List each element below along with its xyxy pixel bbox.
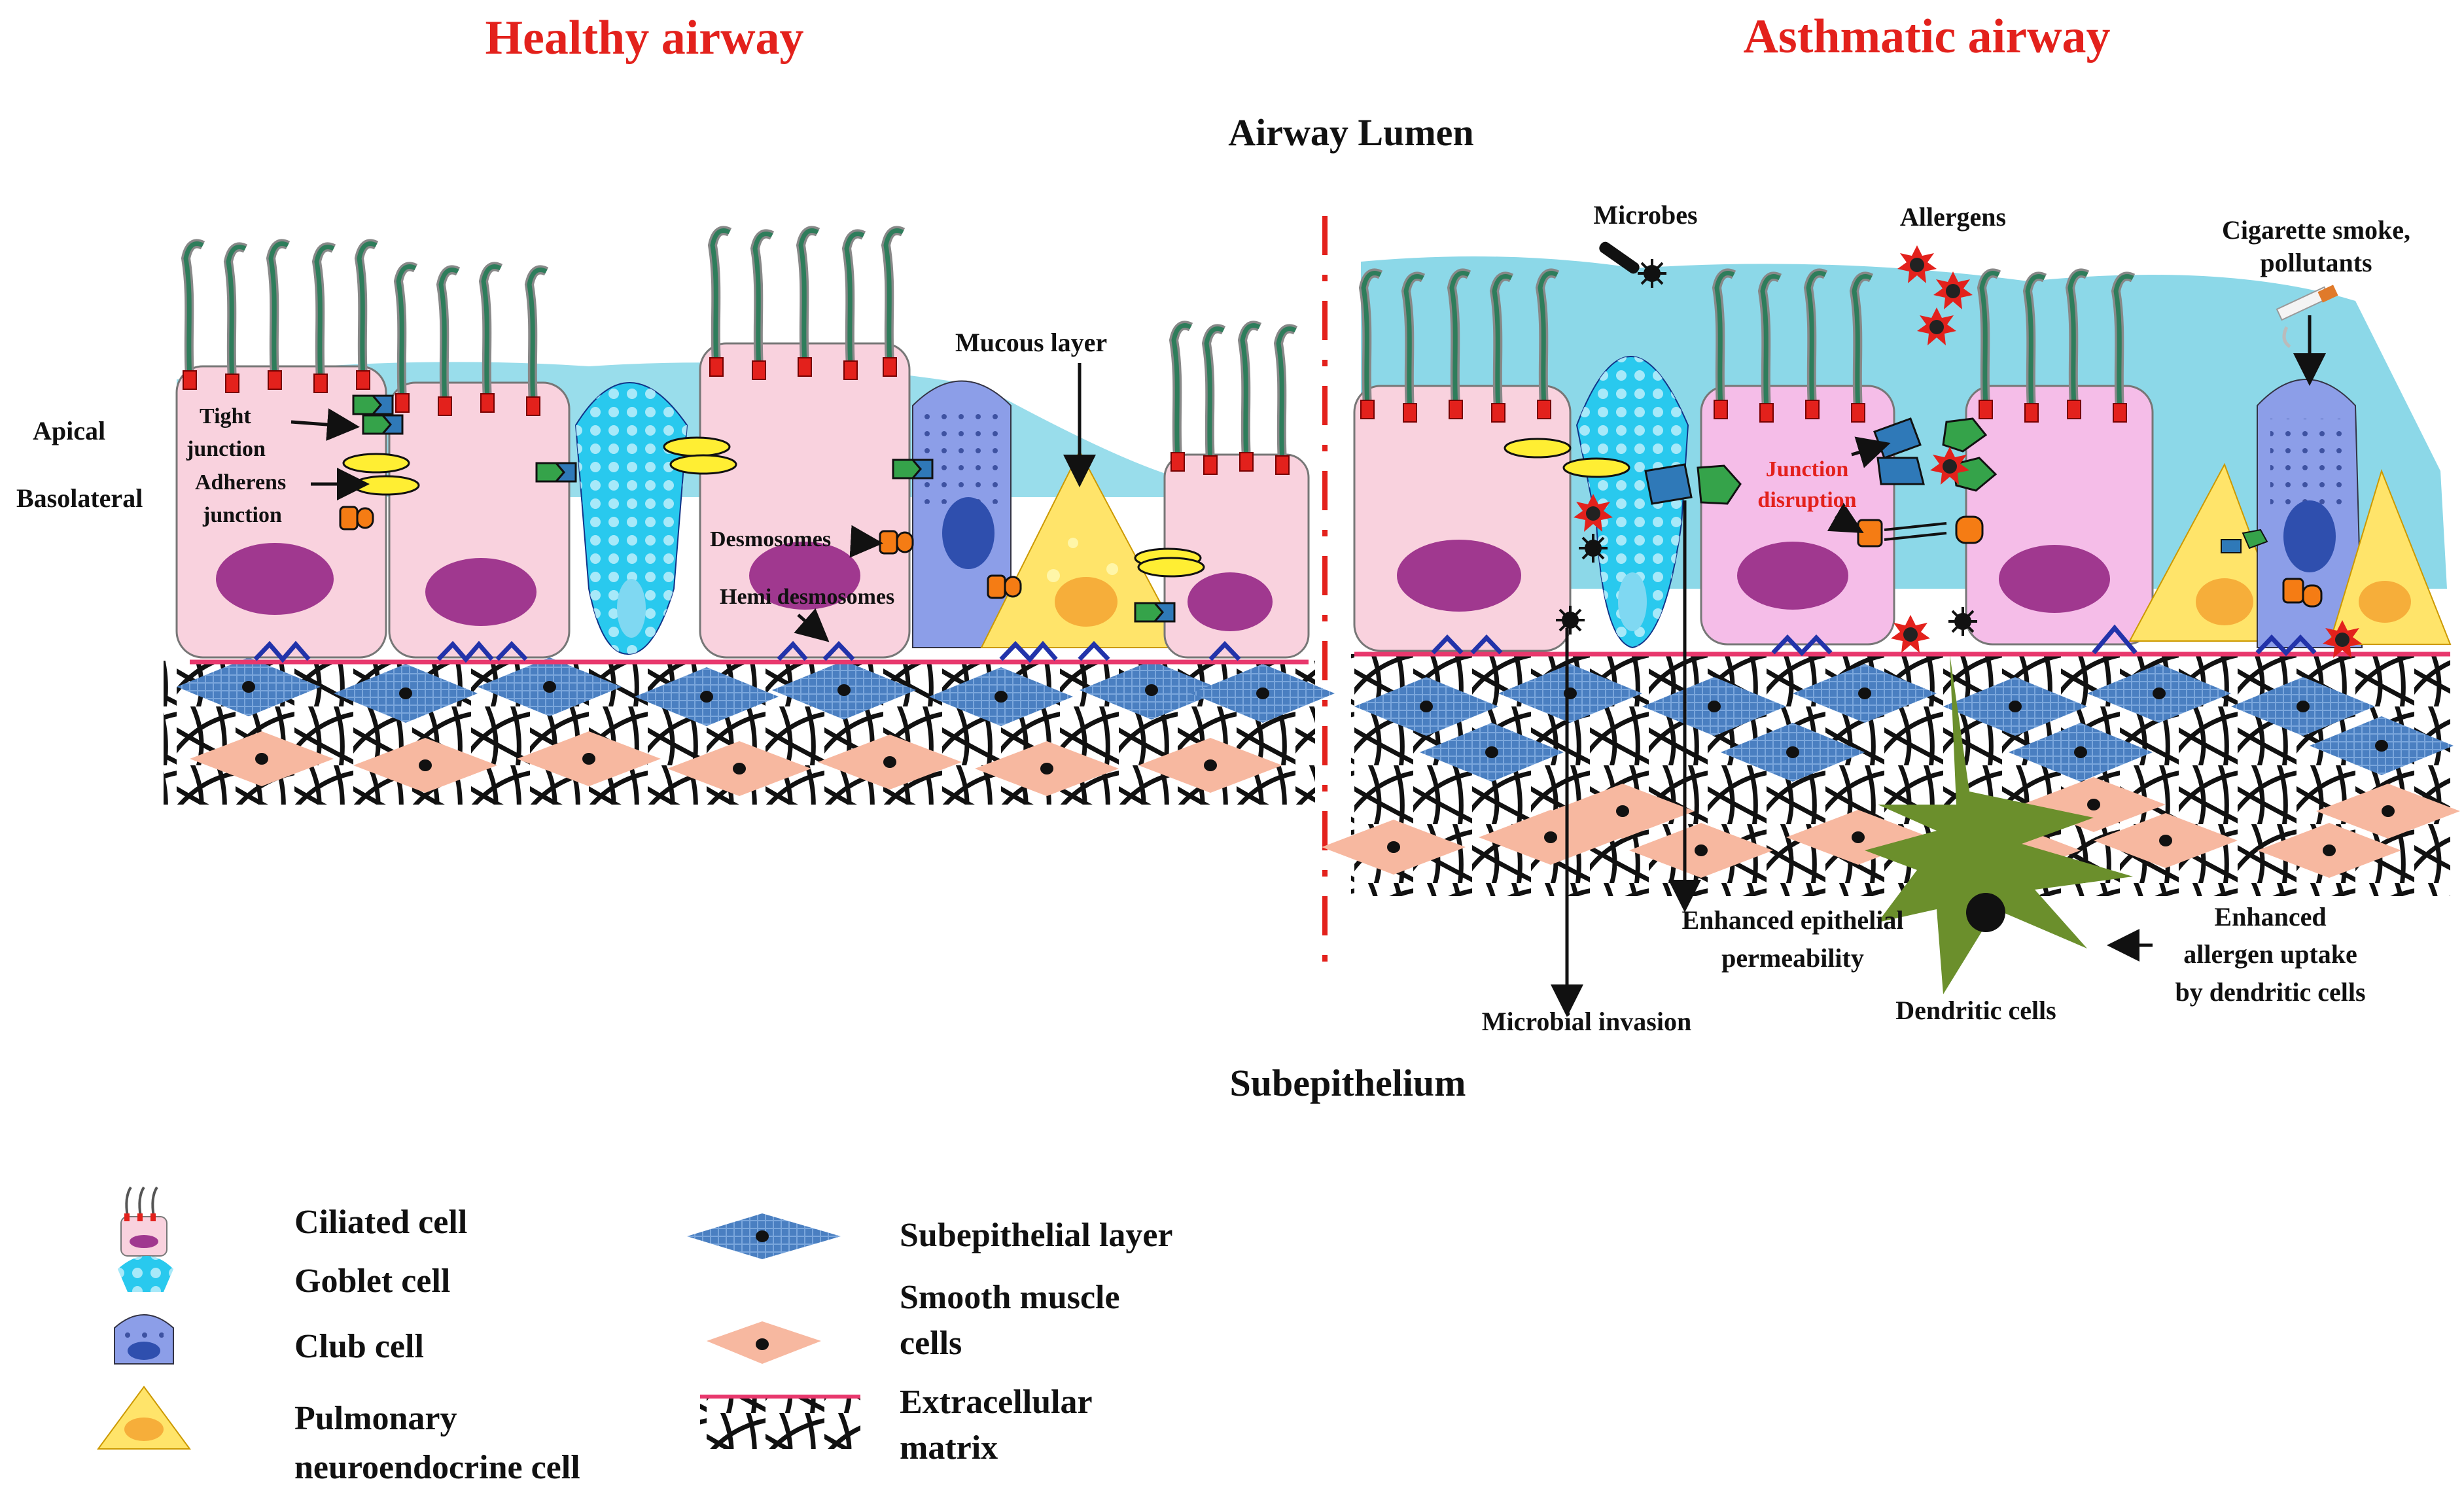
arrow-hemi xyxy=(794,608,830,642)
label-disruption-2: disruption xyxy=(1757,488,1856,512)
hemidesmosome-h xyxy=(253,640,1241,663)
label-tight-2: junction xyxy=(186,437,266,461)
legend-smooth-label-1: Smooth muscle xyxy=(900,1279,1120,1316)
asthmatic-panel: Microbes Allergens Cigarette smoke, poll… xyxy=(1322,200,2460,1036)
label-subepithelium: Subepithelium xyxy=(1230,1062,1466,1104)
legend-ecm-label-1: Extracellular xyxy=(900,1383,1093,1421)
legend-ecm-label-2: matrix xyxy=(900,1429,998,1467)
legend: Ciliated cell Goblet cell Club cell Pulm… xyxy=(97,1186,1172,1486)
label-airway-lumen: Airway Lumen xyxy=(1228,111,1473,154)
legend-subepithelial-icon xyxy=(687,1213,841,1259)
legend-pnec-icon xyxy=(97,1385,191,1450)
title-asthmatic-airway: Asthmatic airway xyxy=(1743,10,2110,63)
microbes-group xyxy=(1555,241,1979,637)
label-adherens-1: Adherens xyxy=(195,470,286,495)
goblet-cell-h xyxy=(574,382,688,655)
label-dendritic-cells: Dendritic cells xyxy=(1895,996,2056,1025)
legend-ciliated-icon xyxy=(120,1186,167,1257)
ciliated-cell-h2 xyxy=(388,267,571,659)
label-uptake-2: allergen uptake xyxy=(2183,939,2357,969)
club-cell-h xyxy=(912,380,1012,648)
ciliated-cell-h4 xyxy=(1163,326,1310,659)
legend-smooth-label-2: cells xyxy=(900,1325,962,1362)
legend-pnec-label-2: neuroendocrine cell xyxy=(294,1449,580,1486)
label-permeability-2: permeability xyxy=(1721,943,1864,973)
label-mucous-layer: Mucous layer xyxy=(955,328,1107,357)
cigarette-icon xyxy=(2276,285,2338,349)
label-smoke-1: Cigarette smoke, xyxy=(2222,215,2410,245)
legend-smooth-muscle-icon xyxy=(707,1321,821,1364)
legend-club-icon xyxy=(114,1314,174,1365)
label-smoke-2: pollutants xyxy=(2260,248,2372,277)
label-microbial-invasion: Microbial invasion xyxy=(1482,1007,1691,1036)
label-disruption-1: Junction xyxy=(1766,457,1849,481)
label-hemi-desmosomes: Hemi desmosomes xyxy=(720,585,894,609)
pnec-cell-h xyxy=(980,449,1186,648)
label-uptake-1: Enhanced xyxy=(2214,902,2326,931)
legend-club-label: Club cell xyxy=(294,1328,424,1365)
arrow-desmosomes xyxy=(849,525,883,558)
arrow-tight xyxy=(290,408,360,441)
dendritic-cell xyxy=(1865,654,2133,994)
hemidesmosome-a xyxy=(1431,624,2317,657)
label-allergens: Allergens xyxy=(1900,202,2006,232)
goblet-cell-a xyxy=(1575,356,1689,649)
title-healthy-airway: Healthy airway xyxy=(485,11,803,65)
legend-goblet-icon xyxy=(118,1256,173,1292)
label-basolateral: Basolateral xyxy=(16,483,143,513)
ciliated-cell-a3 xyxy=(1965,273,2154,646)
label-permeability-1: Enhanced epithelial xyxy=(1682,905,1904,935)
ciliated-cell-a2 xyxy=(1700,273,1895,646)
healthy-panel: Tight junction Adherens junction Desmoso… xyxy=(16,231,1335,805)
label-adherens-2: junction xyxy=(202,503,282,527)
legend-ciliated-label: Ciliated cell xyxy=(294,1204,467,1241)
legend-ecm-icon xyxy=(700,1395,860,1449)
legend-pnec-label-1: Pulmonary xyxy=(294,1400,457,1437)
label-desmosomes: Desmosomes xyxy=(710,527,831,551)
label-apical: Apical xyxy=(33,416,105,445)
label-microbes: Microbes xyxy=(1593,200,1697,230)
label-tight-1: Tight xyxy=(200,404,251,428)
arrow-disruption-2 xyxy=(1827,502,1864,533)
legend-subepithelial-label: Subepithelial layer xyxy=(900,1217,1172,1254)
label-uptake-3: by dendritic cells xyxy=(2175,977,2365,1007)
pnec-cell-a2 xyxy=(2328,468,2452,645)
arrow-disruption-1 xyxy=(1851,436,1891,468)
legend-goblet-label: Goblet cell xyxy=(294,1262,450,1300)
